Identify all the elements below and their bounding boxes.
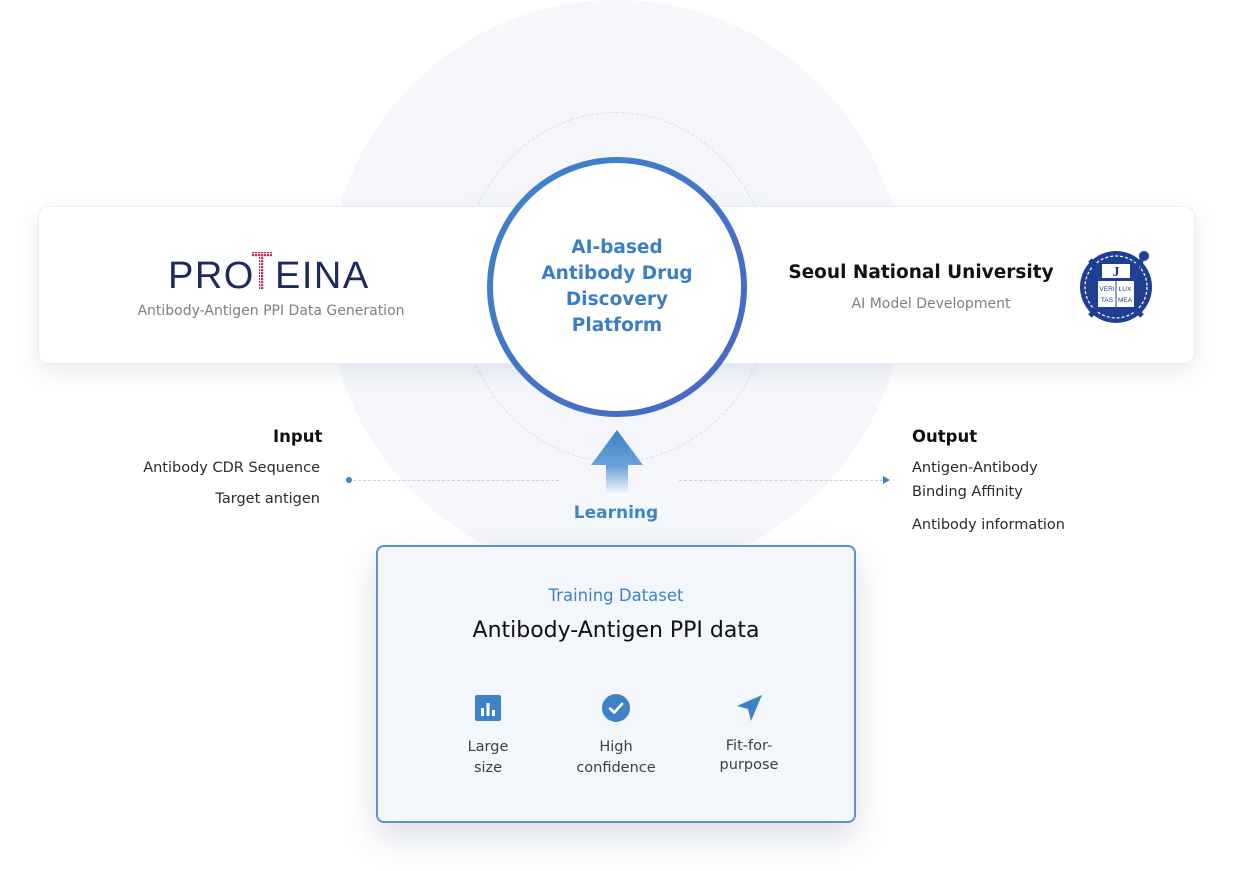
feature-label: purpose	[719, 757, 779, 773]
input-line: Target antigen	[215, 491, 320, 507]
feature-high-confidence: High confidence	[556, 693, 676, 779]
send-arrow-icon	[737, 695, 762, 721]
feature-fit-for-purpose: Fit-for- purpose	[689, 693, 809, 775]
svg-text:J: J	[1113, 265, 1120, 280]
check-circle-icon	[602, 694, 630, 722]
input-connector	[353, 480, 559, 481]
feature-large-size: Large size	[428, 693, 548, 779]
training-dataset-card: Training Dataset Antibody-Antigen PPI da…	[376, 545, 856, 823]
feature-label: confidence	[576, 760, 656, 776]
platform-title: AI-based Antibody Drug Discovery Platfor…	[541, 237, 693, 336]
dataset-title: Antibody-Antigen PPI data	[472, 618, 760, 643]
output-line: Antigen-Antibody	[912, 460, 1038, 476]
emblem-text-3: TAS	[1101, 297, 1114, 304]
emblem-text-2: LUX	[1119, 286, 1132, 293]
proteina-logo: PRO EINA	[168, 252, 370, 294]
input-title: Input	[273, 427, 323, 446]
feature-label: Large	[467, 739, 509, 755]
svg-text:EINA: EINA	[275, 255, 370, 294]
input-line: Antibody CDR Sequence	[143, 460, 320, 476]
emblem-text-1: VERI	[1099, 286, 1114, 293]
feature-label: size	[473, 760, 503, 776]
output-line: Antibody information	[912, 517, 1065, 533]
input-dot	[346, 477, 352, 483]
feature-label: High	[599, 739, 633, 755]
output-arrowhead	[883, 476, 890, 484]
learning-label: Learning	[573, 503, 659, 523]
output-title: Output	[912, 427, 978, 446]
snu-emblem-icon: J VERI LUX TAS MEA	[1080, 251, 1152, 323]
svg-text:PRO: PRO	[168, 255, 255, 294]
snu-title: Seoul National University	[788, 262, 1054, 283]
dataset-label: Training Dataset	[548, 586, 684, 605]
platform-circle: AI-based Antibody Drug Discovery Platfor…	[487, 157, 747, 417]
feature-label: Fit-for-	[725, 738, 773, 754]
output-connector	[679, 480, 883, 481]
output-line: Binding Affinity	[912, 484, 1023, 500]
bar-chart-icon	[475, 695, 501, 721]
proteina-subtitle: Antibody-Antigen PPI Data Generation	[137, 303, 405, 319]
emblem-text-4: MEA	[1118, 297, 1133, 304]
learning-up-arrow-icon	[591, 430, 643, 496]
snu-subtitle: AI Model Development	[851, 296, 1011, 312]
